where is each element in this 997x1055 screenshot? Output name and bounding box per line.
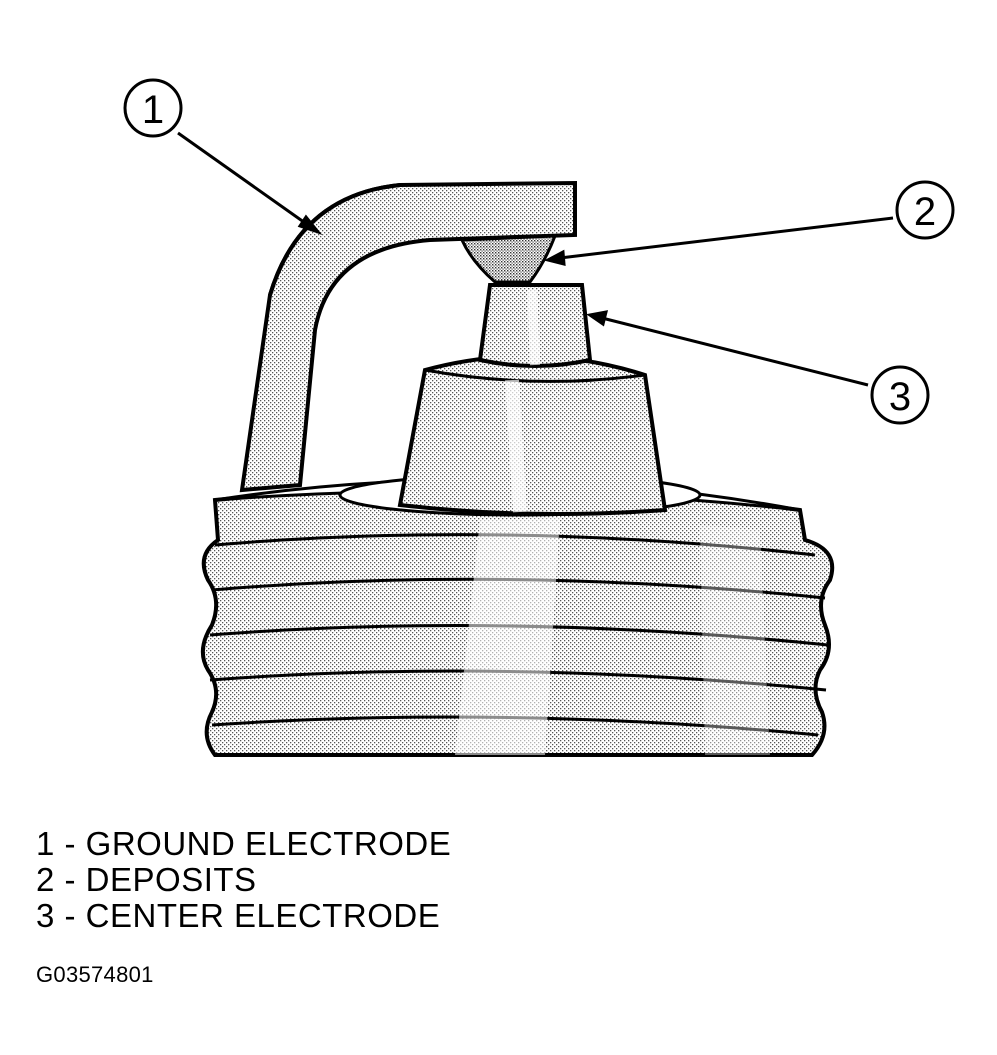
callout-3: 3 [870, 365, 930, 425]
spark-plug-diagram: 1 2 3 [123, 78, 955, 757]
callout-2-number: 2 [914, 190, 936, 234]
threaded-shell [200, 485, 835, 757]
legend-item-deposits: 2 - DEPOSITS [36, 861, 257, 898]
callout-2: 2 [895, 180, 955, 240]
legend-item-center-electrode: 3 - CENTER ELECTRODE [36, 897, 441, 934]
callout-1: 1 [123, 78, 183, 138]
callout-1-number: 1 [142, 88, 164, 132]
center-electrode [477, 283, 593, 368]
deposits [459, 234, 558, 284]
ground-electrode [239, 180, 577, 493]
legend-item-ground-electrode: 1 - GROUND ELECTRODE [36, 825, 452, 862]
callout-3-number: 3 [889, 375, 911, 419]
insulator [397, 354, 668, 516]
callout-leaders [177, 131, 894, 387]
legend: 1 - GROUND ELECTRODE 2 - DEPOSITS 3 - CE… [36, 826, 451, 934]
figure-id: G03574801 [36, 962, 154, 987]
